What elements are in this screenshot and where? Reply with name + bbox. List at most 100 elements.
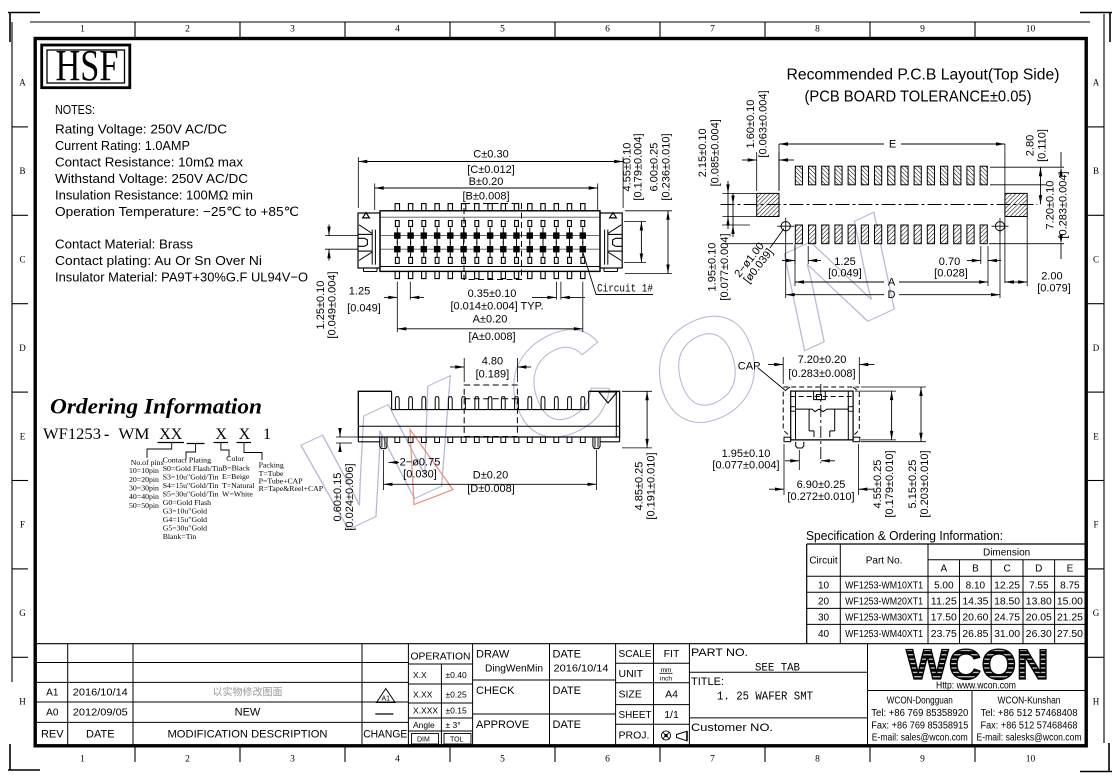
svg-text:[0.189]: [0.189]	[476, 369, 510, 381]
svg-text:2.00: 2.00	[1041, 271, 1062, 283]
svg-text:F: F	[20, 520, 25, 530]
svg-text:7.20±0.20: 7.20±0.20	[798, 354, 847, 366]
svg-text:20: 20	[818, 597, 830, 608]
svg-text:C±0.30: C±0.30	[473, 149, 508, 161]
svg-text:Part No.: Part No.	[866, 556, 903, 567]
svg-text:C: C	[1003, 564, 1010, 575]
svg-text:SIZE: SIZE	[619, 689, 642, 701]
svg-text:24.75: 24.75	[994, 613, 1020, 624]
svg-text:4.55±0.25: 4.55±0.25	[872, 460, 884, 509]
svg-text:3: 3	[290, 755, 295, 765]
svg-text:DATE: DATE	[86, 729, 115, 741]
svg-text:[0.283±0.004]: [0.283±0.004]	[1058, 171, 1070, 238]
svg-text:2016/10/14: 2016/10/14	[554, 664, 609, 675]
svg-text:Contact Plating: Contact Plating	[163, 456, 211, 465]
svg-text:Insulator Material: PA9T+30%G.: Insulator Material: PA9T+30%G.F UL94V−O	[55, 270, 308, 285]
svg-text:Fax: +86 512 57468468: Fax: +86 512 57468468	[981, 720, 1078, 731]
svg-text:7.20±0.10: 7.20±0.10	[1045, 181, 1057, 230]
svg-text:REV: REV	[41, 729, 64, 741]
svg-text:[0.179±0.004]: [0.179±0.004]	[633, 133, 645, 200]
svg-text:20.60: 20.60	[962, 613, 988, 624]
svg-text:CHANGE: CHANGE	[363, 729, 407, 741]
svg-text:6.00±0.25: 6.00±0.25	[649, 143, 661, 192]
svg-text:1.25: 1.25	[349, 286, 370, 298]
svg-text:HSF: HSF	[56, 41, 119, 90]
svg-text:G4=15u"Gold: G4=15u"Gold	[163, 515, 207, 524]
svg-text:[0.014±0.004] TYP.: [0.014±0.004] TYP.	[450, 301, 543, 313]
svg-text:[0.272±0.010]: [0.272±0.010]	[787, 491, 854, 503]
svg-text:DIM: DIM	[417, 737, 430, 744]
svg-text:DATE: DATE	[553, 685, 582, 697]
svg-text:OPERATION: OPERATION	[411, 651, 471, 663]
svg-text:Dimension: Dimension	[983, 548, 1030, 559]
svg-text:7.55: 7.55	[1029, 580, 1049, 591]
svg-text:S4=15u"Gold/Tin: S4=15u"Gold/Tin	[163, 481, 219, 490]
svg-text:12.25: 12.25	[994, 580, 1020, 591]
svg-text:10=10pin: 10=10pin	[129, 466, 159, 475]
svg-text:E=Beige: E=Beige	[222, 472, 250, 481]
svg-text:Operation Temperature: −25℃ to: Operation Temperature: −25℃ to +85℃	[55, 204, 299, 219]
svg-text:Angle: Angle	[413, 720, 435, 730]
svg-text:Customer NO.: Customer NO.	[691, 722, 773, 734]
svg-text:X.XX: X.XX	[413, 690, 433, 700]
svg-text:1/1: 1/1	[664, 709, 679, 721]
svg-text:PROJ.: PROJ.	[619, 730, 650, 742]
svg-text:D: D	[888, 289, 896, 301]
svg-text:TOL: TOL	[450, 737, 464, 744]
svg-text:27.50: 27.50	[1057, 629, 1083, 640]
svg-text:MODIFICATION DESCRIPTION: MODIFICATION DESCRIPTION	[168, 729, 328, 741]
svg-text:[0.028]: [0.028]	[934, 268, 968, 280]
svg-text:40=40pin: 40=40pin	[129, 492, 159, 501]
svg-text:2016/10/14: 2016/10/14	[73, 687, 128, 699]
svg-text:T=Tube: T=Tube	[259, 469, 284, 478]
svg-text:D: D	[1035, 564, 1042, 575]
svg-text:E: E	[20, 431, 26, 441]
svg-text:DRAW: DRAW	[476, 649, 510, 661]
svg-text:[0.049]: [0.049]	[347, 303, 381, 315]
svg-text:SCALE: SCALE	[619, 648, 652, 660]
svg-text:[B±0.008]: [B±0.008]	[462, 191, 509, 203]
svg-text:4.85±0.25: 4.85±0.25	[634, 462, 646, 511]
svg-text:H: H	[19, 697, 26, 707]
svg-text:[0.030]: [0.030]	[403, 469, 437, 481]
svg-text:B: B	[1093, 166, 1099, 176]
svg-text:Insulation Resistance: 100MΩ m: Insulation Resistance: 100MΩ min	[55, 188, 253, 203]
svg-text:以实物修改图面: 以实物修改图面	[213, 686, 283, 699]
svg-text:Circuit: Circuit	[809, 556, 838, 567]
svg-text:2.80: 2.80	[1025, 135, 1037, 156]
svg-text:Circuit 1#: Circuit 1#	[597, 284, 653, 296]
svg-text:[0.079]: [0.079]	[1037, 283, 1071, 295]
svg-text:1.25±0.10: 1.25±0.10	[315, 281, 327, 330]
svg-text:A±0.20: A±0.20	[473, 314, 508, 326]
svg-text:Recommended P.C.B Layout(Top S: Recommended P.C.B Layout(Top Side)	[787, 67, 1060, 84]
svg-text:E: E	[1093, 431, 1099, 441]
svg-text:T=Natural: T=Natural	[222, 481, 255, 490]
svg-text:[0.236±0.010]: [0.236±0.010]	[661, 133, 673, 200]
svg-text:G: G	[1093, 608, 1100, 618]
svg-text:18.50: 18.50	[994, 597, 1020, 608]
svg-text:mm: mm	[661, 667, 672, 674]
svg-text:Tel: +86 512 57468408: Tel: +86 512 57468408	[981, 708, 1078, 719]
svg-text:[0.179±0.010]: [0.179±0.010]	[884, 450, 896, 517]
svg-text:10: 10	[1026, 755, 1036, 765]
svg-text:A: A	[19, 78, 26, 88]
svg-text:17.50: 17.50	[931, 613, 957, 624]
svg-text:APPROVE: APPROVE	[476, 719, 529, 731]
svg-text:8.75: 8.75	[1060, 580, 1080, 591]
svg-text:26.30: 26.30	[1026, 629, 1052, 640]
svg-text:Contact Material: Brass: Contact Material: Brass	[55, 237, 194, 252]
svg-text:[0.110]: [0.110]	[1037, 129, 1049, 162]
svg-text:G3=10u"Gold: G3=10u"Gold	[163, 507, 207, 516]
svg-text:S5=30u"Gold/Tin: S5=30u"Gold/Tin	[163, 490, 219, 499]
svg-text:30=30pin: 30=30pin	[129, 484, 159, 493]
svg-text:CAP: CAP	[738, 361, 761, 373]
svg-text:3: 3	[290, 25, 295, 35]
svg-text:[0.203±0.010]: [0.203±0.010]	[919, 450, 931, 517]
svg-text:8.10: 8.10	[966, 580, 986, 591]
svg-text:P=Tube+CAP: P=Tube+CAP	[259, 476, 304, 485]
svg-text:WF1253: WF1253	[43, 426, 101, 443]
svg-text:± 3°: ± 3°	[446, 720, 461, 730]
svg-text:X.XXX: X.XXX	[413, 706, 438, 716]
svg-text:1.95±0.10: 1.95±0.10	[722, 448, 771, 460]
svg-text:WCON-Kunshan: WCON-Kunshan	[998, 696, 1061, 707]
